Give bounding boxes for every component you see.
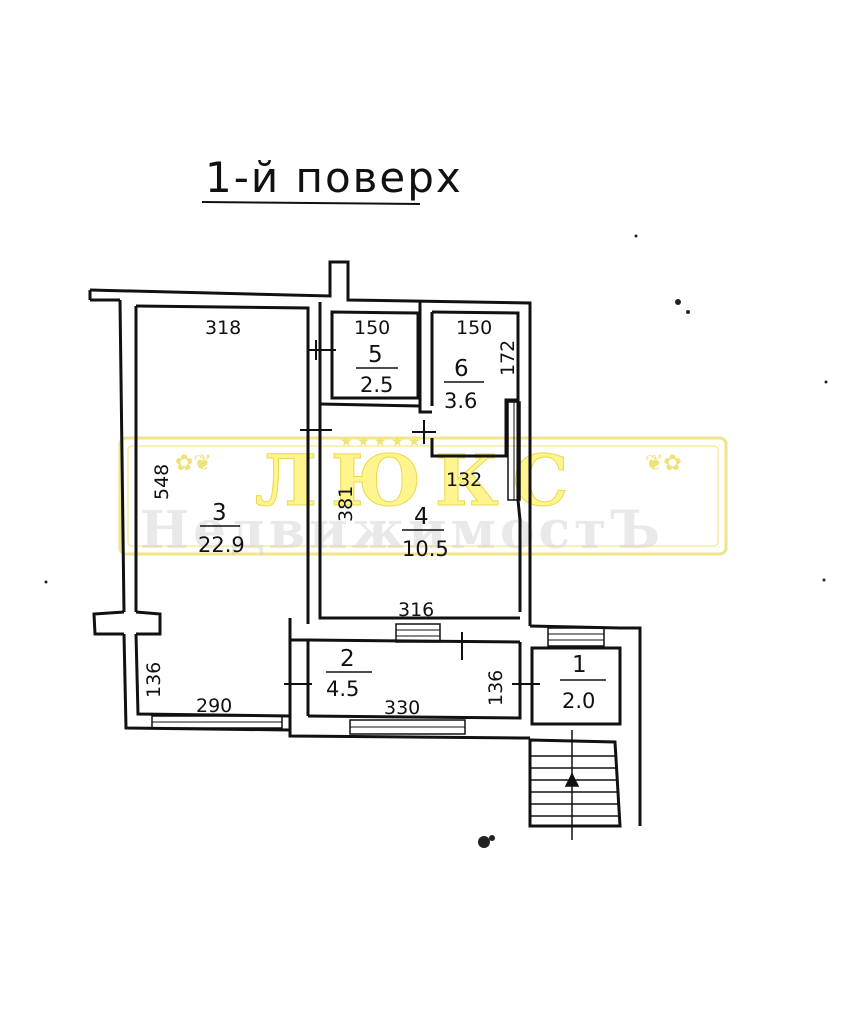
room-number: 4 (414, 504, 429, 530)
dim-room3-side: 548 (151, 464, 173, 500)
room-number: 1 (572, 652, 587, 678)
stairs-arrow-icon (564, 772, 580, 787)
watermark-line2: НедвижимостЪ (140, 500, 664, 561)
dim-room2-left-side: 136 (143, 662, 165, 698)
room-3: 3 22.9 (198, 500, 245, 557)
dim-room2-left-bottom: 290 (196, 695, 232, 717)
dim-room2-bottom: 330 (384, 697, 420, 719)
dim-room6-side: 172 (497, 340, 519, 376)
room-area: 22.9 (198, 533, 245, 557)
room-6: 6 3.6 (444, 356, 484, 413)
scan-marks (44, 234, 828, 848)
dim-room4-inner: 132 (446, 469, 482, 491)
room-area: 10.5 (402, 537, 449, 561)
floor-title: 1-й поверх (205, 153, 463, 202)
dim-room4-side: 381 (335, 486, 357, 522)
room-area: 2.0 (562, 689, 595, 713)
room-number: 5 (368, 342, 383, 368)
room-number: 2 (340, 646, 355, 672)
room-number: 6 (454, 356, 469, 382)
room-area: 4.5 (326, 677, 359, 701)
watermark-ornament-left-icon: ✿❦ (175, 451, 212, 476)
dim-room3-top: 318 (205, 317, 241, 339)
door-marks (284, 340, 540, 685)
dim-room4-bottom: 316 (398, 599, 434, 621)
room-area: 2.5 (360, 373, 393, 397)
room-area: 3.6 (444, 389, 477, 413)
room-1: 1 2.0 (560, 652, 606, 713)
walls (88, 260, 642, 828)
entrance-stairs (530, 730, 619, 840)
room-2: 2 4.5 (326, 646, 372, 701)
dim-room2-right-side: 136 (485, 670, 507, 706)
room-4: 4 10.5 (402, 504, 449, 561)
dim-room5-top: 150 (354, 317, 390, 339)
watermark-stars-icon: ★ ★ ★ ★ ★ (340, 434, 421, 450)
dimensions: 318 548 150 150 172 381 132 316 136 290 … (143, 317, 519, 719)
dim-room6-top: 150 (456, 317, 492, 339)
title-underline (201, 201, 421, 205)
windows (151, 401, 605, 735)
watermark-ornament-right-icon: ❦✿ (645, 451, 682, 476)
room-number: 3 (212, 500, 227, 526)
room-5: 5 2.5 (356, 342, 398, 397)
